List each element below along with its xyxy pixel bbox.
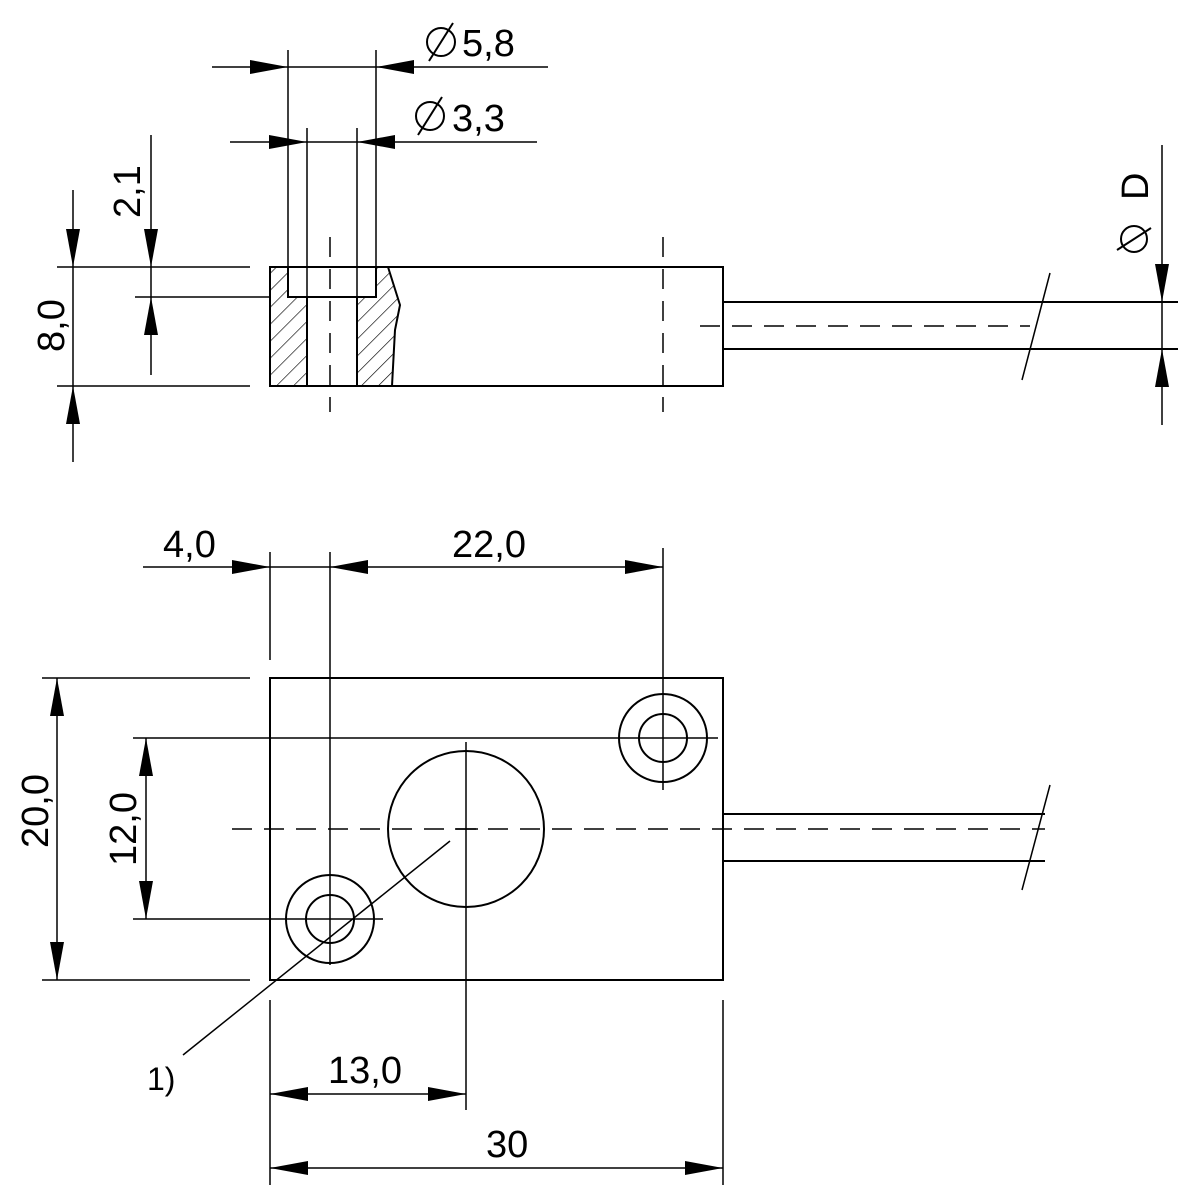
section-hatch-right <box>356 266 402 387</box>
side-body-outline <box>269 266 724 387</box>
dim-width-20-0: 20,0 <box>15 774 57 848</box>
diameter-symbol-D <box>1116 225 1152 253</box>
dim-offset-4-0: 4,0 <box>163 524 216 566</box>
section-hatch-left <box>269 266 308 387</box>
diameter-symbol-3-3 <box>415 96 445 136</box>
dim-length-30: 30 <box>486 1124 528 1166</box>
dim-center-13-0: 13,0 <box>328 1050 402 1092</box>
dim-spacing-12-0: 12,0 <box>103 792 145 866</box>
dim-dia-3-3: 3,3 <box>452 98 505 140</box>
top-view: 1) 4,0 22,0 20,0 12,0 13,0 30 <box>15 524 1051 1185</box>
dim-spacing-22-0: 22,0 <box>452 524 526 566</box>
dim-depth-2-1: 2,1 <box>107 165 149 218</box>
side-view: 5,8 3,3 8,0 2,1 D <box>31 22 1178 462</box>
dim-dia-5-8: 5,8 <box>462 23 515 65</box>
dim-height-8-0: 8,0 <box>31 299 73 352</box>
dim-dia-D: D <box>1115 173 1157 200</box>
diameter-symbol-5-8 <box>426 22 456 62</box>
callout-note-1: 1) <box>147 1061 175 1097</box>
